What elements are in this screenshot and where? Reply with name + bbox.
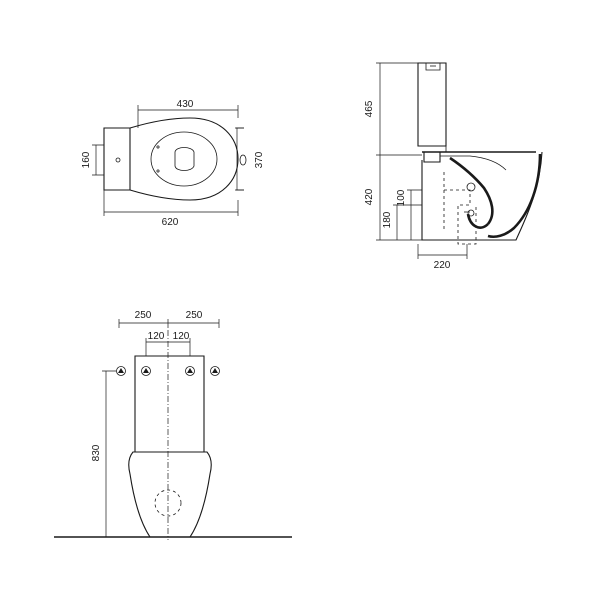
- side-dim-465-label: 465: [364, 100, 375, 117]
- side-dim-220-line: [417, 244, 468, 259]
- fixing-icon: [141, 366, 151, 376]
- fixing-icon: [210, 366, 220, 376]
- side-bowl-front: [487, 153, 542, 239]
- top-dim-620-line: [103, 190, 239, 216]
- top-flush-hole: [115, 157, 121, 163]
- top-hinge-dot: [156, 145, 160, 149]
- top-hinge-dot: [156, 169, 160, 173]
- side-dim-465-line: [376, 62, 422, 156]
- side-dim-420-label: 420: [364, 188, 375, 205]
- side-dim-100-line: [407, 189, 422, 240]
- top-bowl-rim: [150, 131, 218, 187]
- front-dim-830-line: [102, 370, 116, 537]
- top-dim-160-line: [92, 144, 104, 176]
- fixing-icon-arrow: [187, 368, 193, 373]
- top-dim-620-label: 620: [162, 217, 179, 228]
- front-view: 250 250 120 120 830: [54, 310, 292, 540]
- front-dim-120-left-label: 120: [148, 331, 165, 342]
- top-bowl-outline: [129, 117, 239, 201]
- front-dim-120-right-label: 120: [173, 331, 190, 342]
- top-dim-430-line: [137, 105, 239, 128]
- front-dim-250-right-label: 250: [186, 310, 203, 321]
- top-bowl-inner: [174, 147, 195, 171]
- side-view: 465 420 100 180 220: [364, 62, 543, 271]
- top-view: 430 620 160 370: [81, 99, 265, 228]
- side-flush-button: [425, 63, 441, 71]
- fixing-icon-arrow: [118, 368, 124, 373]
- side-dim-180-line: [393, 204, 422, 240]
- fixing-icon: [185, 366, 195, 376]
- top-dim-370-label: 370: [254, 151, 265, 168]
- side-outlet-circle: [466, 182, 476, 192]
- side-outlet-circle-low: [467, 209, 475, 217]
- top-front-mark: [239, 154, 247, 166]
- top-dim-160-label: 160: [81, 151, 92, 168]
- front-dim-830-label: 830: [91, 444, 102, 461]
- side-outlet-dashed: [443, 172, 477, 245]
- side-trap-upper: [449, 156, 494, 225]
- side-dim-180-label: 180: [382, 211, 393, 228]
- side-dim-100-label: 100: [396, 189, 407, 206]
- side-cistern-base: [422, 145, 447, 152]
- side-seat-line: [440, 155, 507, 171]
- top-cistern-outline: [103, 127, 131, 191]
- front-fixing-marks: [116, 366, 220, 376]
- fixing-icon-arrow: [143, 368, 149, 373]
- side-dim-420-line: [376, 155, 422, 241]
- top-dim-370-ext: [235, 127, 244, 191]
- side-seat-block: [423, 152, 441, 163]
- front-dim-120-line: [145, 338, 191, 356]
- front-dim-250-line: [118, 319, 220, 328]
- top-dim-430-label: 430: [177, 99, 194, 110]
- side-cistern-outline: [417, 62, 447, 147]
- front-dim-250-left-label: 250: [135, 310, 152, 321]
- front-pan-outline: [128, 451, 212, 538]
- fixing-icon: [116, 366, 126, 376]
- fixing-icon-arrow: [212, 368, 218, 373]
- side-dim-220-label: 220: [434, 260, 451, 271]
